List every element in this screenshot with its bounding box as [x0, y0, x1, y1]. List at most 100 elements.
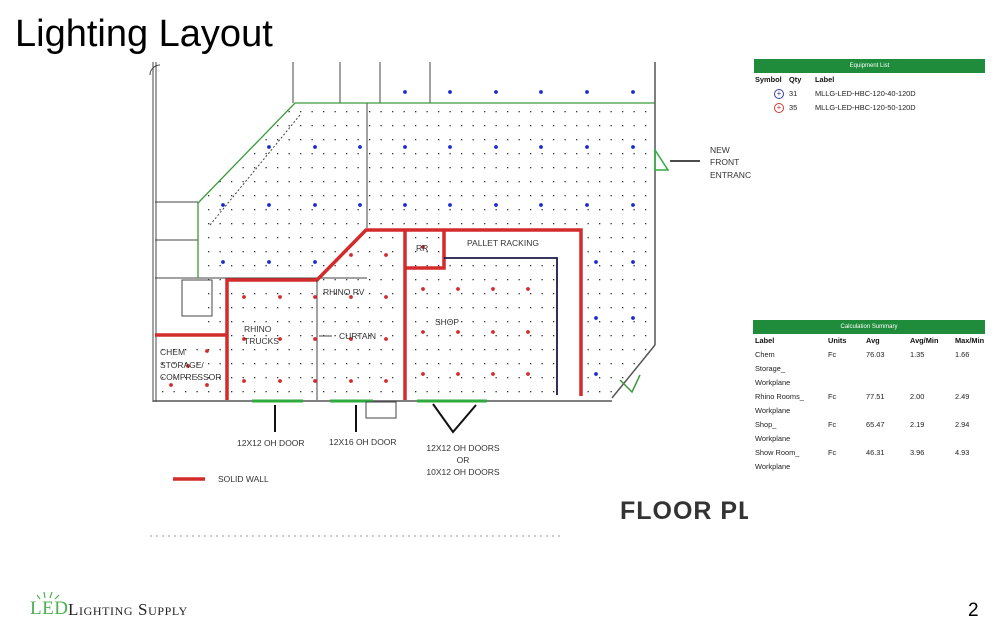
grid-dot — [346, 237, 348, 239]
grid-dot — [288, 251, 290, 253]
grid-dot — [461, 167, 463, 169]
grid-dot — [254, 153, 256, 155]
grid-dot — [472, 335, 474, 337]
grid-dot — [277, 265, 279, 267]
grid-dot — [495, 223, 497, 225]
grid-dot — [288, 167, 290, 169]
grid-dot — [311, 223, 313, 225]
equipment-list-header: Equipment List — [754, 59, 985, 73]
grid-dot — [518, 321, 520, 323]
grid-dot — [610, 139, 612, 141]
grid-dot — [323, 251, 325, 253]
grid-dot — [231, 181, 233, 183]
grid-dot — [415, 279, 417, 281]
grid-dot — [541, 265, 543, 267]
grid-dot — [449, 125, 451, 127]
grid-dot — [438, 139, 440, 141]
calc-avg: 76.03 — [866, 350, 885, 359]
grid-dot — [380, 321, 382, 323]
grid-dot — [208, 391, 210, 393]
grid-dot — [599, 153, 601, 155]
grid-dot — [254, 181, 256, 183]
grid-dot — [219, 321, 221, 323]
grid-dot — [541, 293, 543, 295]
grid-dot — [645, 251, 647, 253]
grid-dot — [392, 349, 394, 351]
grid-dot — [438, 237, 440, 239]
grid-dot — [392, 167, 394, 169]
grid-dot — [438, 265, 440, 267]
grid-dot — [587, 335, 589, 337]
calc-avg-min: 2.19 — [910, 420, 925, 429]
grid-dot — [369, 391, 371, 393]
grid-dot — [599, 223, 601, 225]
grid-dot — [242, 293, 244, 295]
grid-dot — [300, 335, 302, 337]
grid-dot — [645, 209, 647, 211]
qty: 35 — [789, 103, 798, 112]
grid-dot — [415, 265, 417, 267]
grid-dot — [426, 181, 428, 183]
grid-dot — [484, 377, 486, 379]
grid-dot — [484, 363, 486, 365]
grid-dot — [518, 139, 520, 141]
grid-dot — [208, 251, 210, 253]
grid-dot — [587, 293, 589, 295]
calc-max-min: 1.66 — [955, 350, 970, 359]
grid-dot — [334, 377, 336, 379]
grid-dot — [369, 321, 371, 323]
grid-dot — [633, 349, 635, 351]
grid-dot — [334, 153, 336, 155]
door-label: 10X12 OH DOORS — [426, 467, 500, 477]
grid-dot — [254, 265, 256, 267]
grid-dot — [553, 167, 555, 169]
grid-dot — [380, 265, 382, 267]
grid-dot — [242, 237, 244, 239]
room-label-chem: STORAGE/ — [160, 360, 204, 370]
grid-dot — [242, 391, 244, 393]
grid-dot — [288, 321, 290, 323]
grid-dot — [311, 195, 313, 197]
fixture-40-icon — [494, 145, 498, 149]
grid-dot — [518, 279, 520, 281]
grid-dot — [541, 181, 543, 183]
fixture-50-icon — [349, 337, 353, 341]
grid-dot — [610, 125, 612, 127]
grid-dot — [334, 363, 336, 365]
grid-dot — [231, 251, 233, 253]
grid-dot — [472, 223, 474, 225]
grid-dot — [484, 153, 486, 155]
calc-max-min: 2.49 — [955, 392, 970, 401]
grid-dot — [461, 363, 463, 365]
grid-dot — [610, 181, 612, 183]
grid-dot — [288, 111, 290, 113]
grid-dot — [610, 279, 612, 281]
grid-dot — [242, 349, 244, 351]
grid-dot — [484, 349, 486, 351]
fixture-50-icon — [205, 383, 209, 387]
grid-dot — [173, 377, 175, 379]
grid-dot — [484, 125, 486, 127]
page-title: Lighting Layout — [15, 13, 273, 55]
grid-dot — [242, 321, 244, 323]
grid-dot — [518, 349, 520, 351]
fixture-40-icon — [403, 203, 407, 207]
grid-dot — [599, 265, 601, 267]
grid-dot — [300, 153, 302, 155]
grid-dot — [415, 195, 417, 197]
grid-dot — [633, 293, 635, 295]
grid-dot — [449, 321, 451, 323]
grid-dot — [599, 125, 601, 127]
grid-dot — [426, 251, 428, 253]
grid-dot — [277, 377, 279, 379]
grid-dot — [311, 293, 313, 295]
grid-dot — [265, 223, 267, 225]
column-header: Label — [755, 336, 775, 345]
grid-dot — [392, 181, 394, 183]
grid-dot — [518, 223, 520, 225]
grid-dot — [530, 293, 532, 295]
grid-dot — [254, 391, 256, 393]
calc-avg-min: 3.96 — [910, 448, 925, 457]
grid-dot — [369, 153, 371, 155]
